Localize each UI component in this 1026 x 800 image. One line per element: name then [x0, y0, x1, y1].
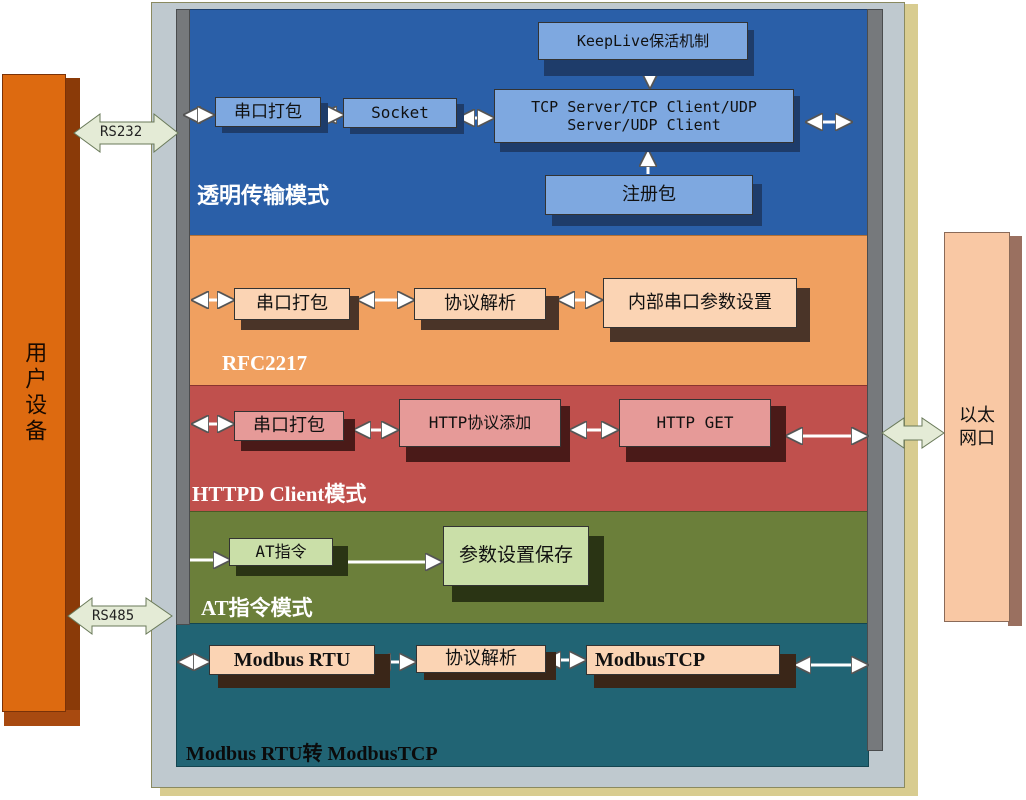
register-label: 注册包: [622, 184, 676, 205]
register-box: 注册包: [545, 175, 753, 215]
modbus-tcp-box: ModbusTCP: [586, 645, 780, 675]
http-add-box: HTTP协议添加: [399, 399, 561, 447]
keeplive-label: KeepLive保活机制: [576, 32, 710, 50]
httpd-title: HTTPD Client模式: [192, 482, 367, 506]
left-bus-bar: [176, 9, 190, 625]
rfc2217-title: RFC2217: [222, 351, 308, 375]
modbus-rtu-box: Modbus RTU: [209, 645, 375, 675]
user-device-side: [64, 78, 80, 726]
modbus-tcp-label: ModbusTCP: [595, 649, 706, 671]
user-device: 用户设备: [2, 74, 66, 712]
http-get-label: HTTP GET: [656, 413, 734, 433]
at-cmd-label: AT指令: [255, 542, 307, 562]
internal-serial-label: 内部串口参数设置: [628, 292, 772, 313]
at-title: AT指令模式: [201, 596, 313, 620]
r-protocol-parse-label: 协议解析: [444, 293, 516, 314]
param-save-box: 参数设置保存: [443, 526, 589, 586]
user-device-bottom: [4, 710, 80, 726]
ethernet-side: [1008, 236, 1022, 626]
m-protocol-parse-box: 协议解析: [416, 645, 546, 673]
h-serial-pack-box: 串口打包: [234, 411, 344, 441]
r-protocol-parse-box: 协议解析: [414, 288, 546, 320]
rs232-arrow: [73, 112, 179, 154]
http-add-label: HTTP协议添加: [428, 413, 532, 433]
r-serial-pack-box: 串口打包: [234, 288, 350, 320]
rs485-arrow: [67, 597, 173, 635]
tcp-udp-label: TCP Server/TCP Client/UDP Server/UDP Cli…: [531, 98, 757, 134]
ethernet-label: 以太网口: [959, 404, 995, 448]
param-save-label: 参数设置保存: [458, 544, 573, 566]
modbus-title: Modbus RTU转 ModbusTCP: [186, 743, 438, 765]
transparent-title: 透明传输模式: [197, 183, 330, 208]
r-serial-pack-label: 串口打包: [256, 293, 328, 314]
user-device-label: 用户设备: [22, 341, 48, 445]
tcp-udp-box: TCP Server/TCP Client/UDP Server/UDP Cli…: [494, 89, 794, 143]
right-bus-bar: [867, 9, 883, 751]
rs232-label: RS232: [100, 124, 143, 140]
m-protocol-parse-label: 协议解析: [445, 648, 517, 669]
socket-label: Socket: [371, 103, 429, 123]
t-serial-pack-label: 串口打包: [234, 101, 302, 121]
ethernet-port: 以太网口: [944, 232, 1010, 622]
socket-box: Socket: [343, 98, 457, 128]
at-cmd-box: AT指令: [229, 538, 333, 566]
h-serial-pack-label: 串口打包: [253, 415, 325, 436]
internal-serial-box: 内部串口参数设置: [603, 278, 797, 328]
ethernet-arrow: [881, 417, 945, 449]
modbus-rtu-label: Modbus RTU: [233, 649, 351, 671]
keeplive-box: KeepLive保活机制: [538, 22, 748, 60]
rs485-label: RS485: [92, 608, 135, 624]
http-get-box: HTTP GET: [619, 399, 771, 447]
t-serial-pack-box: 串口打包: [215, 97, 321, 127]
